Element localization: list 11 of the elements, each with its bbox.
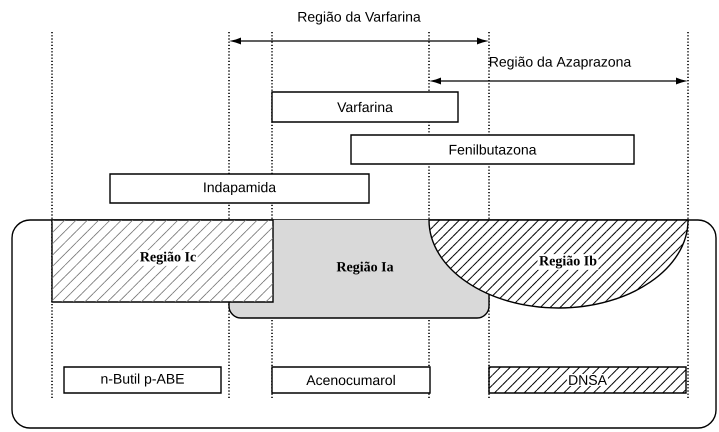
drug-box: Indapamida [109,173,370,204]
drug-box: Acenocumarol [271,366,431,394]
dimension-label: Região da Varfarina [298,11,421,25]
binding-region: Região Ib [538,254,598,270]
drug-box: n-Butil p-ABE [63,366,222,394]
dimension-label: Região da Azaprazona [490,56,632,70]
drug-box: Varfarina [271,91,459,123]
drug-box: Fenilbutazona [350,134,635,165]
binding-region [428,219,689,309]
binding-region: Região Ic [138,250,198,266]
drug-box: DNSA [488,366,687,394]
